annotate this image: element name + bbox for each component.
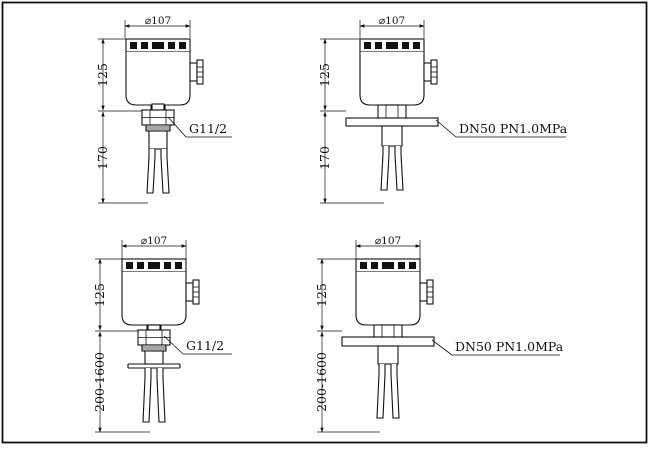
view-threaded-short: ⌀107 125 170 G11/2	[95, 15, 232, 204]
head-height-label: 125	[92, 283, 107, 307]
connection-label: DN50 PN1.0MPa	[459, 121, 568, 136]
view-threaded-long: ⌀107 125 200-1600 G11/2	[92, 235, 232, 433]
view-flanged-short: ⌀107 125 170 DN50 PN1.0MPa	[317, 15, 568, 204]
diameter-label: ⌀107	[145, 15, 171, 27]
diameter-label: ⌀107	[375, 235, 401, 247]
probe-length-label: 200-1600	[314, 352, 329, 412]
probe-length-label: 170	[95, 146, 110, 170]
diameter-label: ⌀107	[379, 15, 405, 27]
head-height-label: 125	[314, 283, 329, 307]
connection-label: G11/2	[189, 121, 227, 136]
view-flanged-long: ⌀107 125 200-1600 DN50 PN1.0MPa	[314, 235, 564, 433]
probe-length-label: 200-1600	[92, 352, 107, 412]
probe-length-label: 170	[317, 146, 332, 170]
connection-label: G11/2	[186, 338, 224, 353]
head-height-label: 125	[317, 63, 332, 87]
connection-label: DN50 PN1.0MPa	[455, 339, 564, 354]
diameter-label: ⌀107	[141, 235, 167, 247]
head-height-label: 125	[95, 63, 110, 87]
